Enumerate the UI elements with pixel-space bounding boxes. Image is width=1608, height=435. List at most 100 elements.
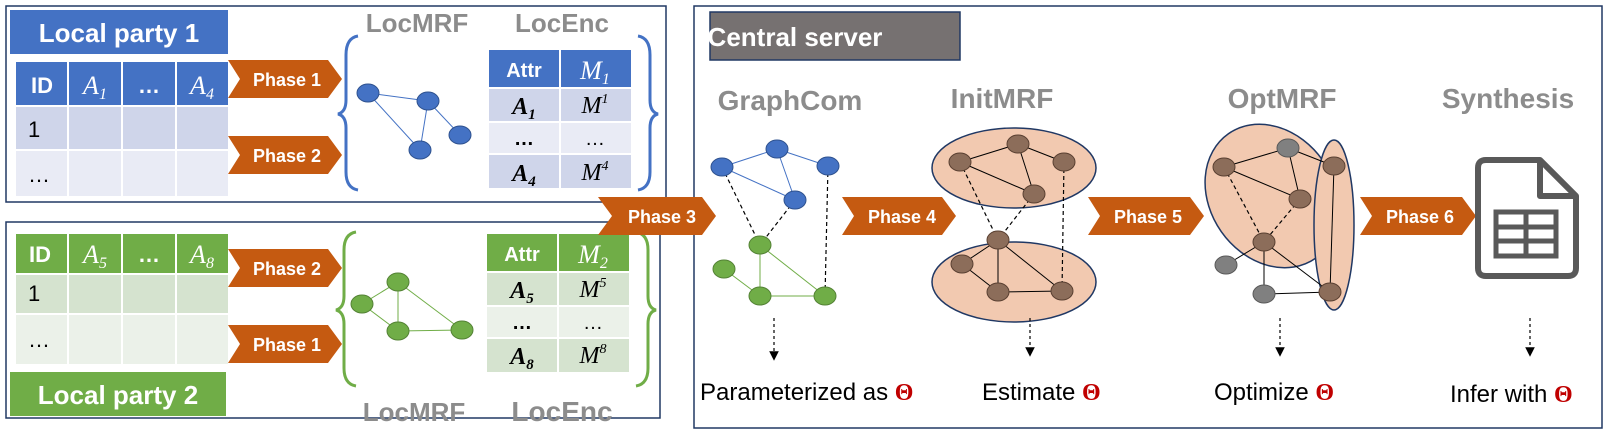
central-server-panel: Central server Phase 3 GraphCom InitMRF … bbox=[598, 5, 1603, 429]
stage-title-optmrf: OptMRF bbox=[1228, 83, 1337, 114]
party1-data-table: ID A1 … A4 1 … bbox=[16, 62, 228, 196]
graph-node bbox=[386, 272, 410, 292]
graph-node bbox=[748, 235, 772, 255]
graph-node bbox=[416, 91, 440, 111]
svg-text:Phase 2: Phase 2 bbox=[253, 146, 321, 166]
party2-panel: ID A5 … A8 1 … Local party 2 Phase 2 Pha… bbox=[5, 221, 661, 427]
cluster-ellipse bbox=[931, 241, 1097, 323]
graph-node bbox=[1276, 138, 1300, 158]
party1-panel: Local party 1 ID A1 … A4 1 … Phase 1 bbox=[5, 5, 667, 203]
caption-synthesis: Infer with Θ bbox=[1450, 381, 1573, 408]
party1-title-box bbox=[10, 10, 228, 54]
graph-node bbox=[1052, 152, 1076, 172]
phase-arrow: Phase 4 bbox=[842, 197, 956, 235]
phase-arrow: Phase 2 bbox=[228, 136, 342, 174]
svg-text:Phase 5: Phase 5 bbox=[1114, 207, 1182, 227]
graphcom-graph bbox=[710, 139, 840, 306]
svg-text:…: … bbox=[28, 327, 50, 352]
stage-title-synthesis: Synthesis bbox=[1442, 83, 1574, 114]
phase-arrow: Phase 1 bbox=[228, 60, 342, 98]
graph-node bbox=[450, 320, 474, 340]
left-brace bbox=[335, 230, 357, 388]
svg-text:ID: ID bbox=[29, 242, 51, 267]
stage-title-initmrf: InitMRF bbox=[951, 83, 1054, 114]
central-title: Central server bbox=[708, 22, 883, 52]
graph-node bbox=[1022, 184, 1046, 204]
svg-text:…: … bbox=[585, 128, 605, 150]
graph-node bbox=[350, 294, 374, 314]
svg-text:Phase 1: Phase 1 bbox=[253, 70, 321, 90]
svg-text:Attr: Attr bbox=[504, 244, 540, 266]
stage-title-graphcom: GraphCom bbox=[718, 85, 863, 116]
party2-data-table: ID A5 … A8 1 … bbox=[16, 234, 228, 364]
phase-arrow: Phase 2 bbox=[228, 249, 342, 287]
svg-text:Attr: Attr bbox=[506, 60, 542, 82]
svg-text:1: 1 bbox=[28, 281, 40, 306]
graph-node bbox=[948, 152, 972, 172]
graph-node bbox=[783, 190, 807, 210]
graph-node bbox=[813, 286, 837, 306]
phase-arrow: Phase 6 bbox=[1360, 197, 1476, 235]
graph-node bbox=[712, 259, 736, 279]
party1-enc-table: Attr M1 A1 M1 … … A4 M4 bbox=[489, 50, 631, 190]
svg-text:…: … bbox=[583, 312, 603, 334]
svg-text:…: … bbox=[138, 242, 160, 267]
right-brace bbox=[635, 230, 657, 388]
graph-node bbox=[1050, 281, 1074, 301]
cell-id: 1 bbox=[28, 117, 40, 142]
initmrf-graph bbox=[931, 127, 1097, 323]
graph-node bbox=[1318, 282, 1342, 302]
cell-id: … bbox=[28, 162, 50, 187]
svg-text:Phase 4: Phase 4 bbox=[868, 207, 936, 227]
svg-text:Phase 6: Phase 6 bbox=[1386, 207, 1454, 227]
caption-optmrf: Optimize Θ bbox=[1214, 379, 1334, 406]
header-id: ID bbox=[31, 73, 53, 98]
header-ellipsis: … bbox=[138, 73, 160, 98]
left-brace bbox=[337, 34, 359, 192]
svg-text:…: … bbox=[514, 128, 534, 150]
graph-node bbox=[748, 286, 772, 306]
graph-node bbox=[1214, 255, 1238, 275]
graph-node bbox=[1212, 157, 1236, 177]
central-title-box bbox=[709, 11, 961, 61]
party1-title: Local party 1 bbox=[39, 18, 199, 48]
graph-node bbox=[1288, 189, 1312, 209]
locenc-label: LocEnc bbox=[511, 396, 612, 427]
graph-node bbox=[448, 125, 472, 145]
graph-node bbox=[408, 140, 432, 160]
graph-node bbox=[765, 139, 789, 159]
graph-node bbox=[1006, 134, 1030, 154]
caption-graphcom: Parameterized as Θ bbox=[700, 379, 913, 406]
graph-node bbox=[1322, 156, 1346, 176]
svg-text:Phase 1: Phase 1 bbox=[253, 335, 321, 355]
party2-title-box bbox=[10, 372, 226, 416]
caption-initmrf: Estimate Θ bbox=[982, 379, 1101, 406]
svg-text:M2: M2 bbox=[577, 240, 608, 272]
cluster-ellipse bbox=[1313, 139, 1355, 311]
party2-title: Local party 2 bbox=[38, 380, 198, 410]
graph-node bbox=[986, 282, 1010, 302]
graph-node bbox=[1252, 232, 1276, 252]
graph-node bbox=[356, 83, 380, 103]
party2-enc-table: Attr M2 A5 M5 … … A8 M8 bbox=[487, 234, 629, 373]
graph-node bbox=[950, 254, 974, 274]
locmrf-graph bbox=[350, 272, 474, 341]
svg-text:…: … bbox=[512, 312, 532, 334]
locmrf-label: LocMRF bbox=[366, 8, 469, 38]
locenc-label: LocEnc bbox=[515, 8, 609, 38]
graph-node bbox=[386, 321, 410, 341]
optmrf-graph bbox=[1204, 123, 1355, 311]
graph-node bbox=[986, 230, 1010, 250]
spreadsheet-document-icon bbox=[1475, 157, 1579, 279]
svg-text:Phase 3: Phase 3 bbox=[628, 207, 696, 227]
svg-text:Phase 2: Phase 2 bbox=[253, 259, 321, 279]
phase-arrow: Phase 1 bbox=[228, 325, 342, 363]
party1-border bbox=[5, 5, 667, 203]
graph-node bbox=[816, 156, 840, 176]
party2-border bbox=[5, 221, 661, 419]
right-brace bbox=[637, 34, 659, 192]
phase-arrow: Phase 5 bbox=[1088, 197, 1204, 235]
locmrf-graph bbox=[356, 83, 472, 160]
phase-arrow: Phase 3 bbox=[598, 197, 716, 235]
